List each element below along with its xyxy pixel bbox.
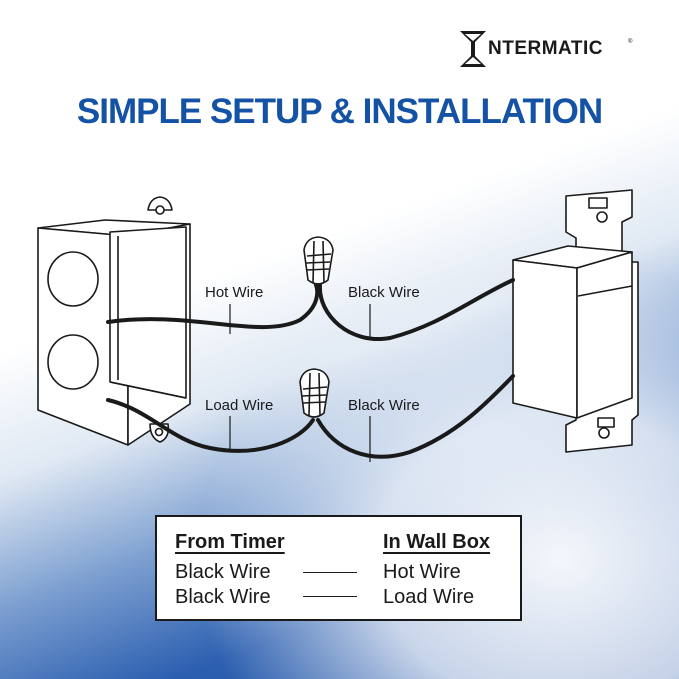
legend-in-wall-box-header: In Wall Box bbox=[383, 531, 491, 553]
legend-row-2-to: Load Wire bbox=[383, 586, 475, 608]
wall-timer bbox=[512, 189, 639, 453]
legend-row-2-from: Black Wire bbox=[175, 586, 271, 608]
brand-name: NTERMATIC bbox=[488, 38, 603, 59]
intermatic-logo-mark bbox=[460, 31, 486, 67]
legend-row-1-connector bbox=[303, 572, 357, 573]
page-title: SIMPLE SETUP & INSTALLATION bbox=[76, 92, 603, 131]
label-leaders bbox=[229, 304, 371, 462]
hot-wire-label: Hot Wire bbox=[205, 284, 264, 301]
intermatic-logo: NTERMATIC ® bbox=[458, 30, 638, 68]
wire-legend: From Timer In Wall Box Black Wire Hot Wi… bbox=[155, 515, 522, 621]
black-wire-top-label: Black Wire bbox=[348, 284, 420, 301]
wire-nuts bbox=[299, 236, 334, 418]
legend-row-1-from: Black Wire bbox=[175, 561, 271, 583]
wires bbox=[106, 278, 515, 459]
junction-box bbox=[37, 196, 191, 446]
wire-nut-top bbox=[303, 236, 334, 285]
legend-row-1-to: Hot Wire bbox=[383, 561, 461, 583]
registered-mark: ® bbox=[628, 39, 633, 45]
legend-row-2-connector bbox=[303, 596, 357, 597]
legend-from-timer-header: From Timer bbox=[175, 531, 285, 553]
black-wire-bottom-label: Black Wire bbox=[348, 397, 420, 414]
wire-nut-bottom bbox=[299, 368, 330, 418]
load-wire-label: Load Wire bbox=[205, 397, 274, 414]
